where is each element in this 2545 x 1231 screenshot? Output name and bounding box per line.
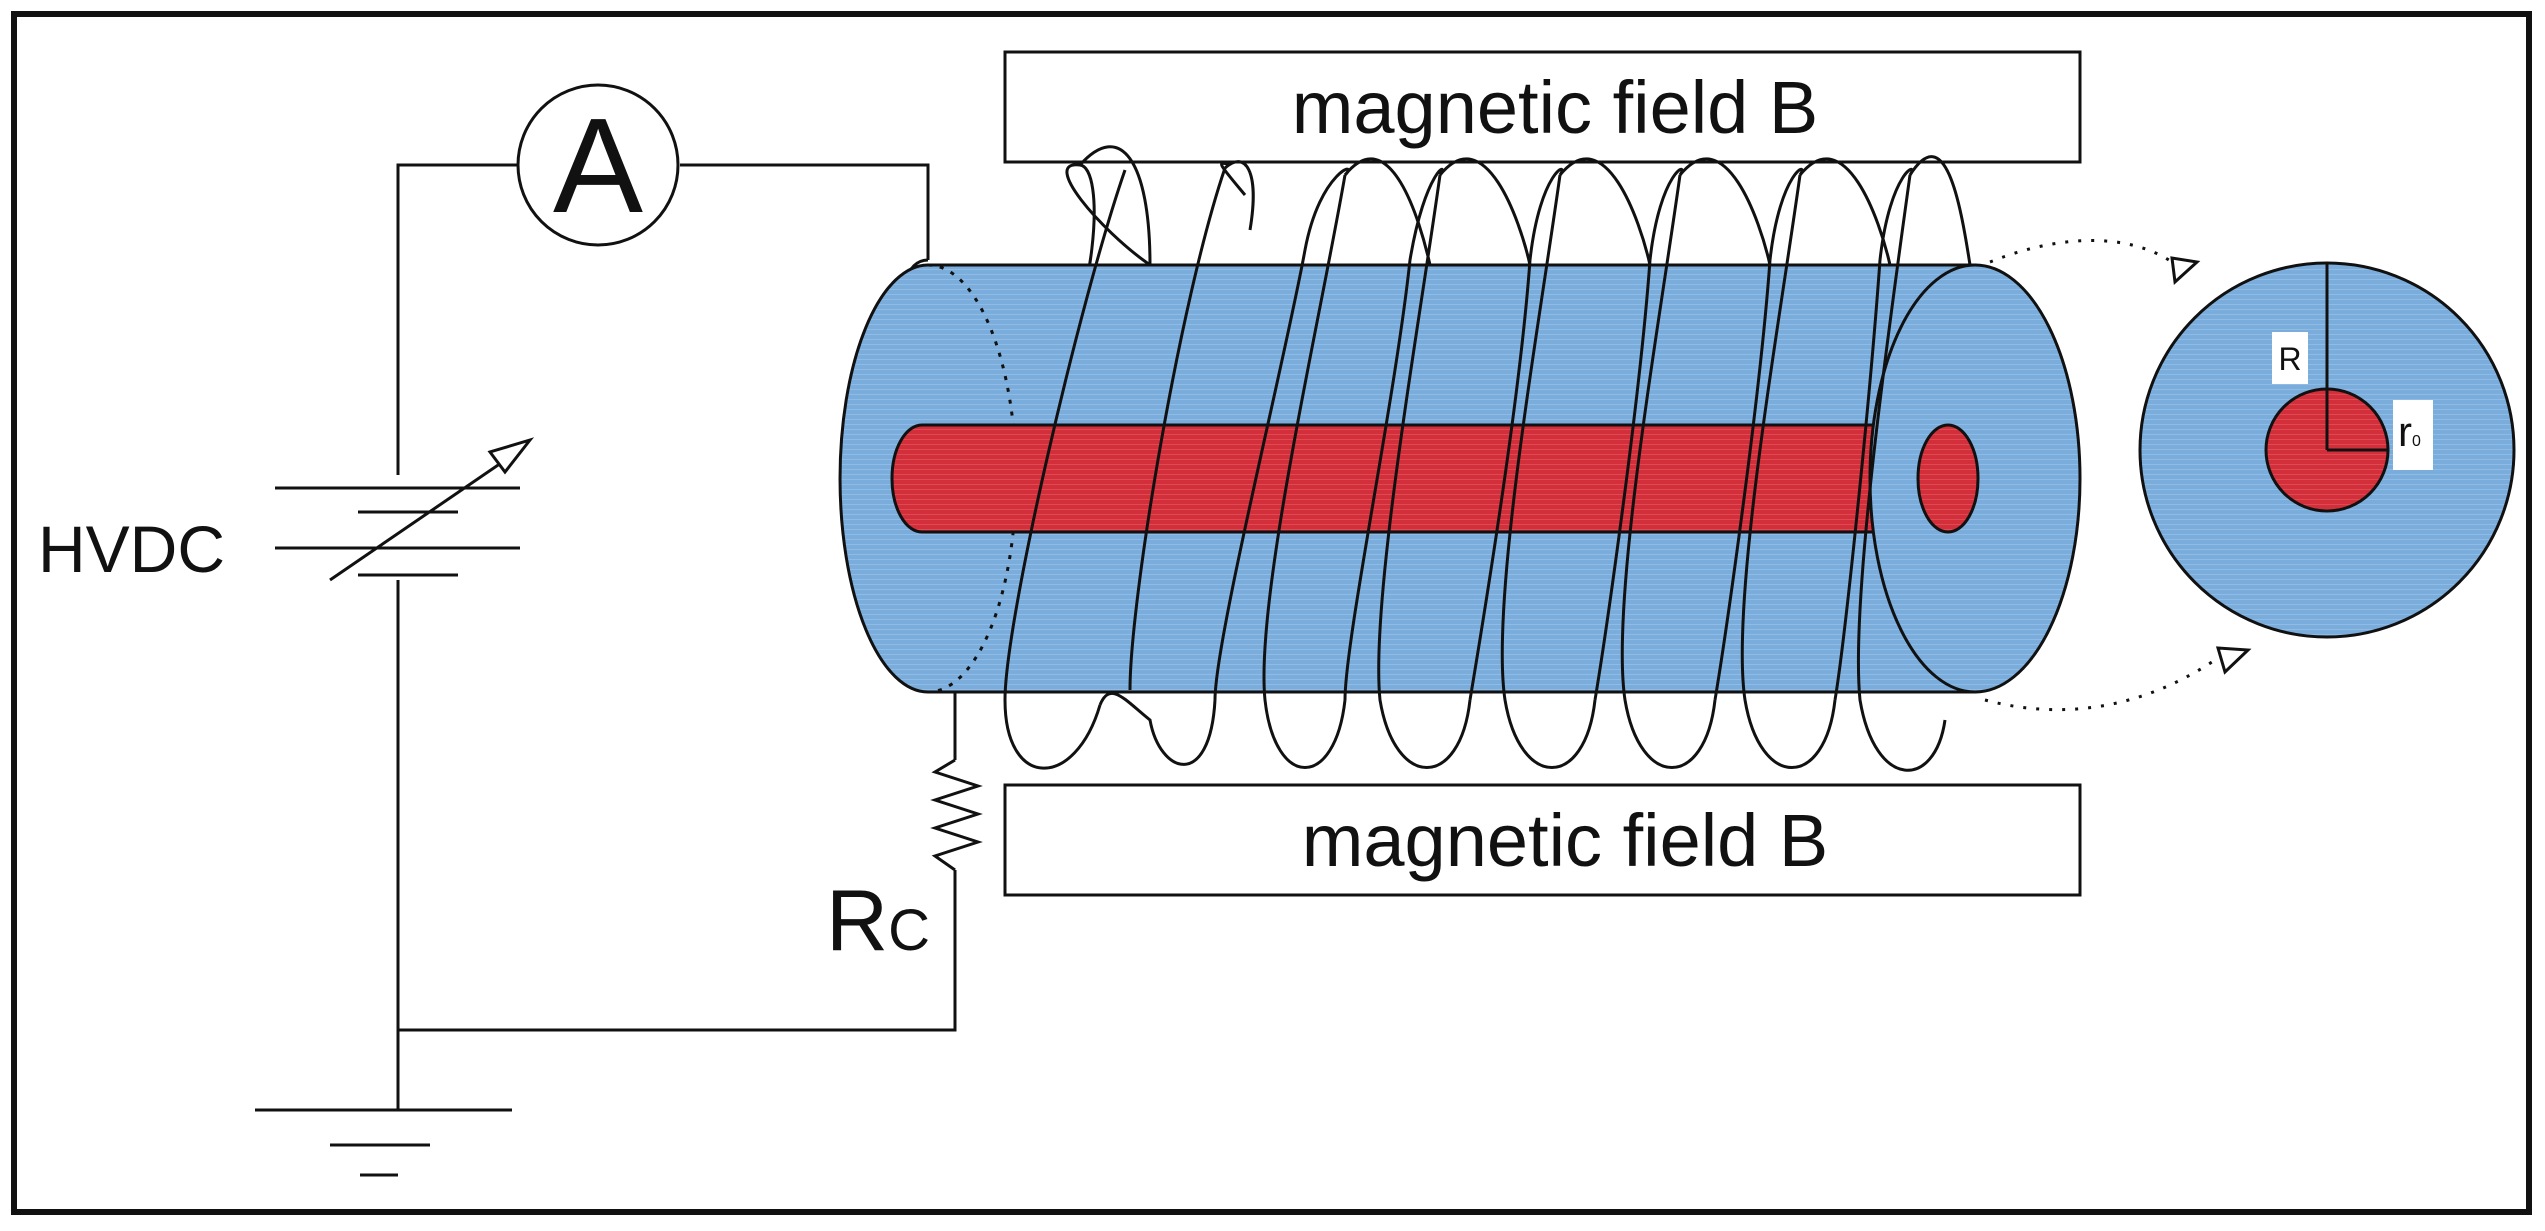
pointer-arrowhead-bottom-icon [2215, 646, 2252, 675]
circuit-wires [396, 163, 957, 1110]
coil-front [1003, 145, 1972, 772]
inner-rod-end [1916, 423, 1980, 534]
pointer-arrowhead-top-icon [2170, 256, 2201, 286]
hvdc-source [275, 437, 535, 582]
magnetic-field-bottom-label: magnetic field B [1302, 799, 1829, 882]
resistor-label: RC [826, 873, 930, 969]
ammeter: A [516, 83, 680, 247]
hvdc-label: HVDC [38, 512, 225, 586]
ammeter-label: A [553, 90, 643, 241]
variable-arrow-icon [487, 437, 535, 475]
cross-section: R r0 [2138, 261, 2516, 639]
magnetic-field-top: magnetic field B [1003, 50, 2082, 164]
inner-radius-label: r0 [2398, 408, 2421, 455]
cross-section-pointers [1984, 238, 2216, 712]
ground-icon [255, 1108, 512, 1177]
magnetic-field-bottom: magnetic field B [1003, 783, 2082, 897]
inner-rod [890, 423, 1950, 534]
outer-radius-label: R [2278, 341, 2301, 377]
magnetic-field-top-label: magnetic field B [1292, 66, 1819, 149]
resistor-icon [930, 758, 983, 872]
